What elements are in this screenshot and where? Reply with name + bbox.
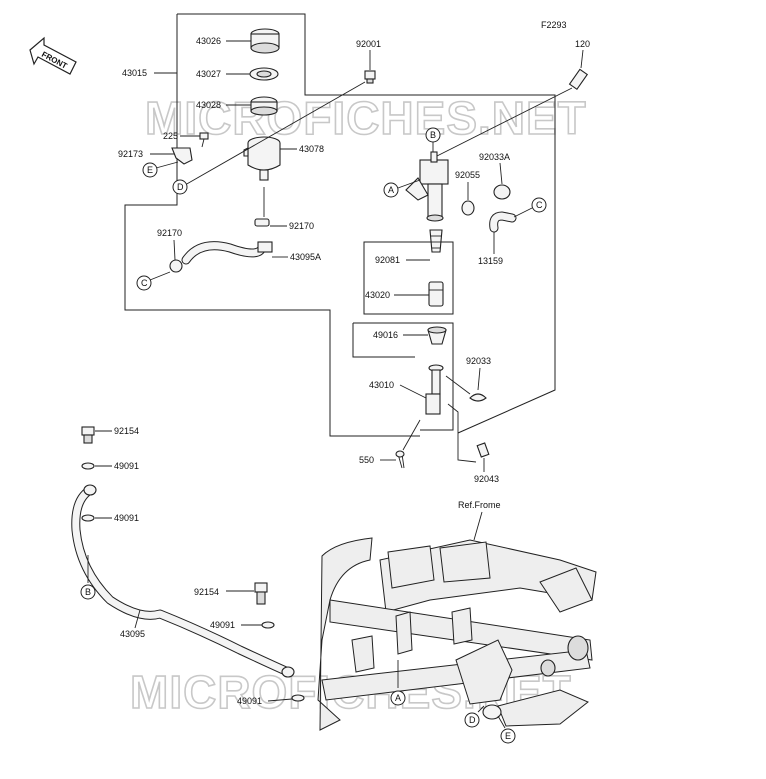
callout-c-left[interactable] <box>136 275 152 291</box>
washer-49091-a <box>81 462 95 470</box>
callout-b-upper-label: B <box>430 130 436 140</box>
pin-92043 <box>476 442 490 458</box>
callout-e-upper-label: E <box>147 165 153 175</box>
callout-a-upper[interactable] <box>383 182 399 198</box>
piston-43020 <box>428 281 444 307</box>
callout-d-lower[interactable] <box>464 712 480 728</box>
callout-c-right[interactable] <box>531 197 547 213</box>
washer-49091-c <box>261 621 275 629</box>
group-outline-left <box>124 14 420 437</box>
callout-e-upper[interactable] <box>142 162 158 178</box>
callout-d-upper[interactable] <box>172 179 188 195</box>
label-43028: 43028 <box>196 100 221 110</box>
label-120: 120 <box>575 39 590 49</box>
label-49091-d: 49091 <box>237 696 262 706</box>
label-43020: 43020 <box>365 290 390 300</box>
callout-d-upper-label: D <box>177 182 184 192</box>
callout-d-lower-label: D <box>469 715 476 725</box>
label-43026: 43026 <box>196 36 221 46</box>
circlip-92033 <box>469 393 487 402</box>
label-43027: 43027 <box>196 69 221 79</box>
label-49091-a: 49091 <box>114 461 139 471</box>
label-43095: 43095 <box>120 629 145 639</box>
callout-c-right-label: C <box>536 200 543 210</box>
label-92033: 92033 <box>466 356 491 366</box>
callout-a-lower-label: A <box>395 693 401 703</box>
label-43095A: 43095A <box>290 252 321 262</box>
label-92154-lower: 92154 <box>194 587 219 597</box>
washer-49091-d <box>291 694 305 702</box>
circlip-92033A <box>493 184 511 200</box>
label-92154-upper: 92154 <box>114 426 139 436</box>
bolt-120 <box>568 68 589 91</box>
box-spring-piston <box>363 241 454 315</box>
label-43015: 43015 <box>122 68 147 78</box>
label-13159: 13159 <box>478 256 503 266</box>
label-92001: 92001 <box>356 39 381 49</box>
o-ring-92055 <box>461 200 475 216</box>
figure-code: F2293 <box>541 20 567 30</box>
label-49016: 49016 <box>373 330 398 340</box>
cotter-pin-550 <box>395 450 405 469</box>
diaphragm-43028 <box>250 96 278 116</box>
callout-b-lower[interactable] <box>80 584 96 600</box>
front-arrow-icon: FRONT <box>29 36 77 75</box>
group-outline-reservoir <box>177 13 556 434</box>
ref-frame-label: Ref.Frome <box>458 500 501 510</box>
callout-e-lower-label: E <box>505 731 511 741</box>
frame-illustration <box>317 537 597 731</box>
box-pushrod <box>352 322 454 431</box>
callout-a-lower[interactable] <box>390 690 406 706</box>
brake-hose-43095 <box>71 484 295 678</box>
banjo-bolt-92154-upper <box>81 426 95 444</box>
diaphragm-plate-43027 <box>249 67 279 81</box>
label-92055: 92055 <box>455 170 480 180</box>
spring-92081 <box>429 229 443 253</box>
label-225: 225 <box>163 131 178 141</box>
label-43078: 43078 <box>299 144 324 154</box>
label-49091-c: 49091 <box>210 620 235 630</box>
pushrod-43010 <box>425 364 444 415</box>
boot-49016 <box>427 326 447 345</box>
clamp-92173 <box>171 147 193 165</box>
reservoir-43078 <box>243 136 281 181</box>
callout-b-lower-label: B <box>85 587 91 597</box>
banjo-bolt-92154-lower <box>254 582 268 605</box>
elbow-fitting-13159 <box>489 211 517 233</box>
callout-e-lower[interactable] <box>500 728 516 744</box>
reservoir-hose-43095A <box>181 241 273 265</box>
label-92043: 92043 <box>474 474 499 484</box>
label-49091-b: 49091 <box>114 513 139 523</box>
bolt-92001 <box>364 70 376 84</box>
master-cylinder-body <box>405 151 449 222</box>
washer-49091-b <box>81 514 95 522</box>
label-43010: 43010 <box>369 380 394 390</box>
reservoir-cap-43026 <box>250 28 280 54</box>
label-92170-upper: 92170 <box>289 221 314 231</box>
label-92081: 92081 <box>375 255 400 265</box>
hose-clip-92170-upper <box>254 218 270 227</box>
label-92170-lower: 92170 <box>157 228 182 238</box>
label-92173: 92173 <box>118 149 143 159</box>
callout-c-left-label: C <box>141 278 148 288</box>
hose-clip-92170-lower <box>169 259 183 273</box>
label-92033A: 92033A <box>479 152 510 162</box>
label-550: 550 <box>359 455 374 465</box>
callout-a-upper-label: A <box>388 185 394 195</box>
